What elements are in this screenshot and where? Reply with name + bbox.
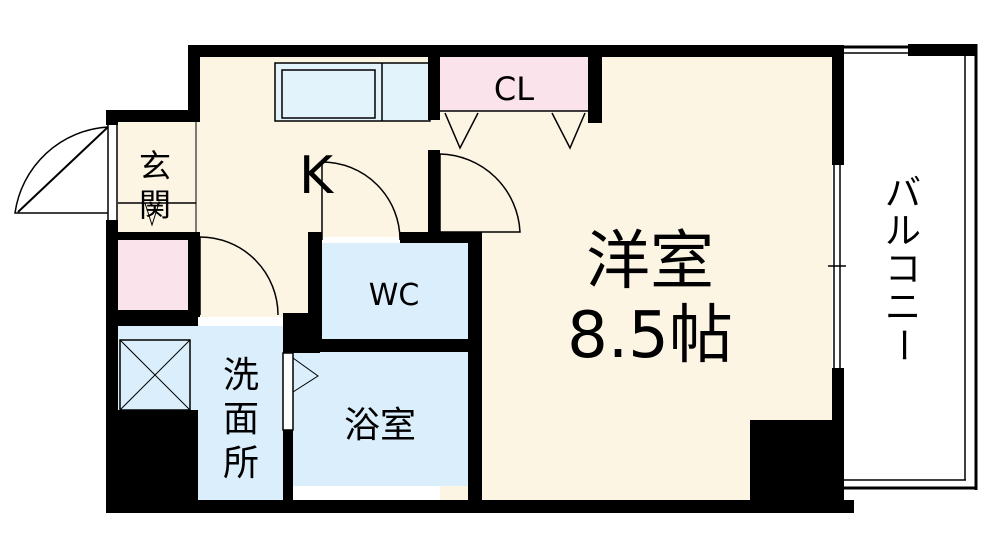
toilet-floor [320, 243, 468, 339]
front-door-swing [14, 126, 109, 214]
western-room-door [439, 153, 521, 233]
bath-door [282, 352, 294, 431]
balcony-label-4: ニ [885, 287, 921, 328]
kitchen-sink [281, 69, 376, 119]
bath-door-arrow [292, 357, 319, 393]
balcony-floor [845, 52, 969, 482]
washroom-label-1: 洗 [223, 355, 259, 396]
kitchen-label: K [299, 146, 335, 206]
balcony-top-cap [908, 44, 976, 56]
western-room-name: 洋室 [586, 225, 714, 299]
entrance-label-1: 玄 [139, 147, 171, 185]
closet-door-right [551, 112, 586, 150]
toilet-door [321, 161, 401, 241]
closet-area [440, 57, 588, 111]
balcony-label-5: ー [882, 327, 923, 363]
shoe-box [118, 240, 190, 310]
front-door-leaf [17, 126, 109, 213]
balcony-label-2: ル [885, 211, 921, 252]
closet-door-left [444, 112, 479, 150]
toilet-label: WC [369, 278, 420, 313]
balcony-label-1: バ [885, 173, 921, 214]
bath-label: 浴室 [344, 405, 416, 446]
hall-floor [198, 237, 320, 317]
entrance-floor [118, 122, 198, 237]
balcony-label-3: コ [885, 249, 921, 290]
pan-cross-b [119, 339, 191, 411]
washroom-door [199, 236, 279, 316]
washroom-label-2: 面 [223, 399, 259, 440]
entrance-arrow [144, 202, 160, 227]
walls [106, 45, 854, 513]
entrance-label-2: 関 [139, 186, 171, 224]
western-room-size: 8.5帖 [567, 299, 733, 373]
closet-label: CL [494, 70, 534, 108]
bath-floor [292, 352, 468, 486]
washroom-label-3: 所 [223, 443, 259, 484]
